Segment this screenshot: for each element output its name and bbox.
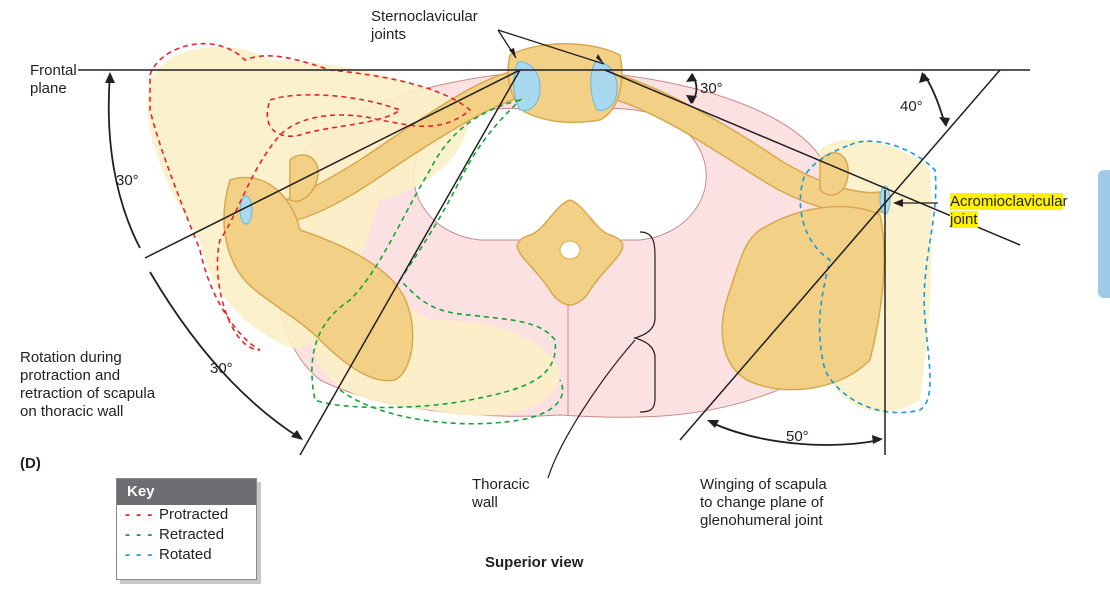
legend-item-retracted: - - - Retracted: [117, 525, 256, 545]
angle-30-left-label: 30°: [116, 172, 139, 189]
acromio-highlight-text: Acromioclavicula: [950, 193, 1063, 210]
legend: Key - - - Protracted - - - Retracted - - -…: [116, 478, 257, 580]
figure-letter: (D): [20, 455, 41, 472]
winging-label: Winging of scapula to change plane of gl…: [700, 476, 827, 529]
angle-50-label: 50°: [786, 428, 809, 445]
acromio-suffix-text: r: [1062, 193, 1068, 210]
angle-40-label: 40°: [900, 98, 923, 115]
arrowhead: [291, 430, 303, 440]
protracted-outline: [149, 42, 472, 351]
angle-30-lower-label: 30°: [210, 360, 233, 377]
arc-30-lower: [149, 271, 301, 439]
thoracic-wall-pointer: [547, 339, 636, 479]
arrowhead: [919, 72, 930, 83]
arrowhead: [105, 72, 115, 83]
left-clavicle-axis: [144, 69, 521, 259]
arrowhead: [707, 420, 719, 428]
legend-label-retracted: Retracted: [159, 526, 225, 543]
arrowhead: [596, 54, 604, 64]
left-scapula: [223, 176, 414, 382]
arrowhead: [939, 117, 950, 127]
legend-label-protracted: Protracted: [159, 506, 229, 523]
legend-item-rotated: - - - Rotated: [117, 545, 256, 565]
retracted-outline-lower: [339, 379, 564, 425]
sternoclavicular-label: Sternoclavicular joints: [371, 8, 478, 43]
arrowhead: [686, 95, 697, 104]
arrowhead: [893, 199, 903, 207]
side-tab[interactable]: [1098, 170, 1110, 298]
arc-50: [709, 421, 881, 446]
retracted-outline: [311, 98, 557, 409]
arrowhead: [686, 73, 697, 82]
protracted-outline-inner: [266, 94, 402, 137]
legend-label-rotated: Rotated: [159, 546, 212, 563]
arrowhead: [509, 48, 516, 58]
right-plane-line: [679, 69, 1001, 441]
thoracic-wall-label: Thoracic wall: [472, 476, 530, 511]
vertebral-foramen: [559, 240, 581, 260]
rotated-outline: [799, 140, 937, 414]
right-sternoclavicular-cartilage: [590, 61, 618, 111]
acromio-joint-text: joint: [950, 211, 978, 228]
left-scapula-axis: [299, 69, 521, 456]
midline-brace: [632, 231, 656, 413]
acromioclavicular-joint-label: joint: [950, 211, 978, 229]
arrowhead: [872, 435, 883, 444]
view-label: Superior view: [485, 554, 584, 571]
rotation-label: Rotation during protraction and retracti…: [20, 349, 156, 420]
frontal-plane-label: Frontal plane: [30, 62, 77, 97]
angle-30-top-label: 30°: [700, 80, 723, 97]
acromioclavicular-label: Acromioclavicular: [950, 193, 1068, 211]
thorax-inner-outline: [413, 107, 707, 241]
legend-item-protracted: - - - Protracted: [117, 505, 256, 525]
right-acromion: [819, 152, 849, 196]
left-sternoclavicular-cartilage: [513, 61, 541, 111]
sternoclavicular-pointer-right: [497, 29, 605, 65]
legend-swatch-rotated: - - -: [125, 546, 154, 563]
legend-swatch-protracted: - - -: [125, 506, 154, 523]
arc-30-left: [107, 73, 141, 249]
legend-title: Key: [117, 479, 256, 505]
legend-swatch-retracted: - - -: [125, 526, 154, 543]
arc-40: [923, 73, 946, 125]
